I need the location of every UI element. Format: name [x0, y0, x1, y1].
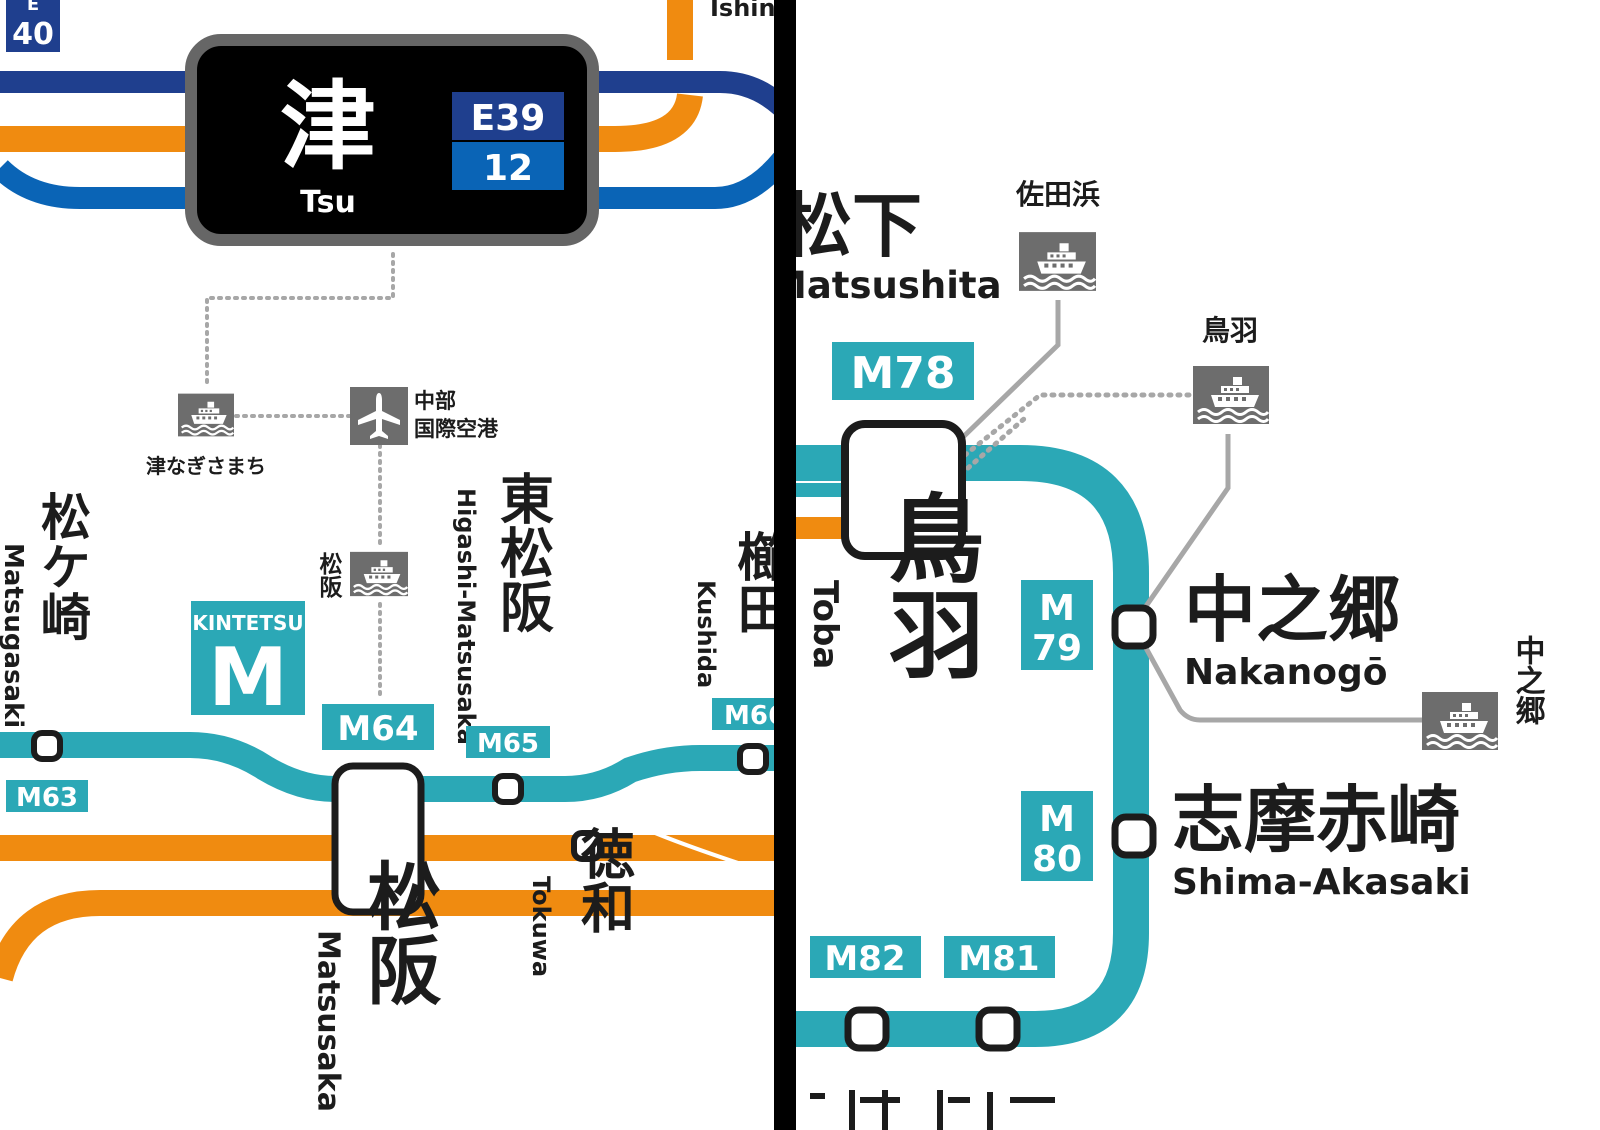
station-marker — [844, 1006, 890, 1052]
station-marker — [571, 830, 603, 862]
station-code: M64 — [337, 709, 418, 749]
station-name-jp: 津 — [280, 71, 376, 183]
station-marker — [737, 743, 769, 775]
station-m82[interactable]: M82 — [810, 936, 921, 1052]
station-marker — [975, 1006, 1021, 1052]
station-code: M78 — [850, 348, 955, 399]
station-code-letter: M — [1039, 588, 1075, 629]
station-name-en: Nakanogō — [1184, 652, 1388, 693]
ferry-label: 佐田浜 — [1015, 178, 1100, 211]
station-code: M65 — [477, 729, 539, 759]
station-marker — [1111, 604, 1157, 650]
station-name-jp: 徳和 — [572, 826, 636, 934]
orange-line-upper — [0, 92, 703, 152]
station-name-jp: 中之郷 — [1184, 568, 1400, 652]
svg-text:E: E — [27, 0, 39, 15]
station-matsugasaki[interactable]: 松ケ崎 Matsugasaki M63 — [0, 491, 91, 813]
dotted-connector-tsu — [205, 252, 395, 387]
station-name-jp: 東松阪 — [491, 471, 554, 633]
connector-nakanogo-toba-ferry — [1132, 434, 1231, 624]
connector-toba-sadahama — [958, 300, 1061, 442]
ferry-label: 松阪 — [315, 552, 343, 599]
station-name-en: Tokuwa — [527, 876, 555, 977]
airport-label-line2: 国際空港 — [414, 417, 499, 441]
kintetsu-line-left — [0, 732, 774, 802]
station-marker — [31, 730, 63, 762]
ferry-toba[interactable]: 鳥羽 — [1193, 314, 1269, 426]
left-map-panel: E 40 Ishin 津 Tsu E39 12 津なぎさまち 中部 国際空港 — [0, 0, 796, 1112]
ferry-tsu-nagisamachi[interactable]: 津なぎさまち — [146, 392, 266, 478]
panel-divider — [774, 0, 796, 1130]
station-m81[interactable]: M81 — [944, 936, 1055, 1052]
station-code-e39: E39 — [471, 98, 546, 139]
station-marker — [841, 420, 966, 560]
station-code-number: 80 — [1032, 839, 1082, 880]
station-badge-e40: E 40 — [6, 0, 60, 52]
station-nakanogo[interactable]: M 79 中之郷 Nakanogō — [1021, 568, 1400, 693]
station-name-jp: 松阪 — [355, 858, 441, 1006]
airport-label-line1: 中部 — [414, 389, 456, 413]
airport-chubu[interactable]: 中部 国際空港 — [350, 387, 499, 445]
ferry-label: 鳥羽 — [1202, 314, 1258, 347]
station-shima-akasaki[interactable]: M 80 志摩赤崎 Shima-Akasaki — [1021, 778, 1471, 903]
station-name-jp: 櫛田 — [728, 530, 789, 634]
station-code-letter: M — [1039, 799, 1075, 840]
dotted-connector-toba-ferry — [962, 392, 1196, 458]
ferry-icon — [1193, 364, 1269, 426]
station-name-jp: 鳥羽 — [872, 489, 984, 681]
station-kushida[interactable]: 櫛田 Kushida M66 — [692, 530, 796, 775]
orange-line-lower-b — [0, 890, 774, 982]
station-name-jp: 松ケ崎 — [33, 491, 91, 641]
navy-line — [0, 71, 774, 115]
kintetsu-line-right — [796, 445, 1149, 1047]
svg-text:40: 40 — [12, 17, 54, 52]
clipped-labels-bottom — [810, 1090, 1055, 1130]
station-name-en: Matsushita — [770, 264, 1002, 307]
airplane-icon — [350, 387, 408, 445]
station-code: M81 — [958, 939, 1039, 979]
ferry-matsusaka[interactable]: 松阪 — [315, 550, 408, 599]
svg-text:M: M — [208, 631, 288, 724]
station-marker — [331, 762, 425, 916]
ferry-icon — [1422, 690, 1498, 752]
station-name-en: Toba — [805, 580, 845, 669]
dotted-connector-toba-ferry-2 — [965, 415, 1028, 471]
station-code-12: 12 — [483, 148, 533, 189]
svg-text:KINTETSU: KINTETSU — [192, 611, 303, 635]
station-name-en: Tsu — [300, 185, 356, 220]
station-name-jp: 志摩赤崎 — [1172, 778, 1460, 862]
ferry-icon — [1019, 230, 1096, 293]
ferry-label: 津なぎさまち — [146, 454, 266, 478]
station-tokuwa[interactable]: 徳和 Tokuwa — [527, 826, 636, 978]
ferry-icon — [178, 392, 234, 438]
station-name-en: Shima-Akasaki — [1172, 862, 1471, 903]
ferry-icon — [350, 550, 408, 598]
connector-nakanogo-ferry — [1132, 626, 1422, 723]
kintetsu-logo: KINTETSU M — [191, 601, 305, 724]
station-code-number: 79 — [1032, 628, 1082, 669]
station-tsu[interactable]: 津 Tsu E39 12 — [185, 34, 599, 246]
station-marker — [1111, 813, 1157, 859]
station-toba[interactable]: M78 鳥羽 Toba — [805, 342, 984, 681]
station-higashi-matsusaka[interactable]: 東松阪 Higashi-Matsusaka M65 — [452, 471, 554, 805]
station-code: M82 — [824, 939, 905, 979]
station-code: M66 — [724, 701, 786, 731]
ferry-label: 中之郷 — [1510, 635, 1546, 725]
station-name-en: Kushida — [692, 580, 720, 688]
line-divider-white — [647, 828, 774, 877]
station-matsushita[interactable]: 松下 Matsushita — [770, 185, 1002, 307]
station-marker — [492, 773, 524, 805]
station-name-jp: 松下 — [782, 185, 922, 267]
right-map-panel: 松下 Matsushita 佐田浜 鳥羽 中之郷 M78 鳥羽 Toba — [770, 178, 1546, 1130]
station-name-en: Matsugasaki — [0, 543, 28, 728]
station-name-en: Matsusaka — [311, 930, 346, 1112]
ferry-nakanogo[interactable]: 中之郷 — [1422, 635, 1546, 752]
station-code: M63 — [16, 783, 78, 813]
ferry-sadahama[interactable]: 佐田浜 — [1015, 178, 1100, 293]
station-matsusaka[interactable]: M64 松阪 Matsusaka — [311, 704, 442, 1112]
ishin-label-fragment: Ishin — [710, 0, 776, 22]
station-name-en: Higashi-Matsusaka — [452, 488, 480, 745]
